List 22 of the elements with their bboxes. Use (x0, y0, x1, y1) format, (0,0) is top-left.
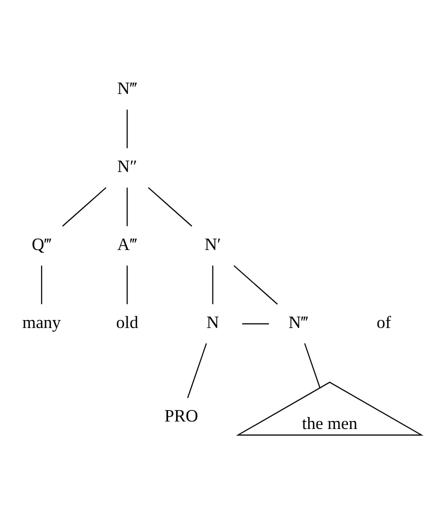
connector (148, 187, 192, 227)
node-text: PRO (164, 406, 198, 426)
node-text: old (116, 312, 138, 332)
connector (41, 266, 42, 304)
connector (187, 343, 207, 398)
node-text: N′ (204, 234, 221, 254)
node-text: N‴ (117, 78, 138, 98)
node-text: many (22, 312, 61, 332)
connector (126, 110, 128, 148)
connector (62, 187, 106, 227)
connector (304, 343, 320, 388)
node-text: N″ (117, 156, 138, 176)
node-text: N (206, 312, 220, 332)
connector (126, 266, 128, 304)
node-text: A‴ (117, 234, 138, 254)
node-text: Q‴ (32, 234, 52, 254)
node-text: N‴ (288, 312, 308, 332)
node-text: of (376, 312, 392, 332)
connector (234, 265, 278, 305)
connector (242, 323, 269, 324)
connector (212, 266, 214, 304)
connector (126, 188, 128, 226)
